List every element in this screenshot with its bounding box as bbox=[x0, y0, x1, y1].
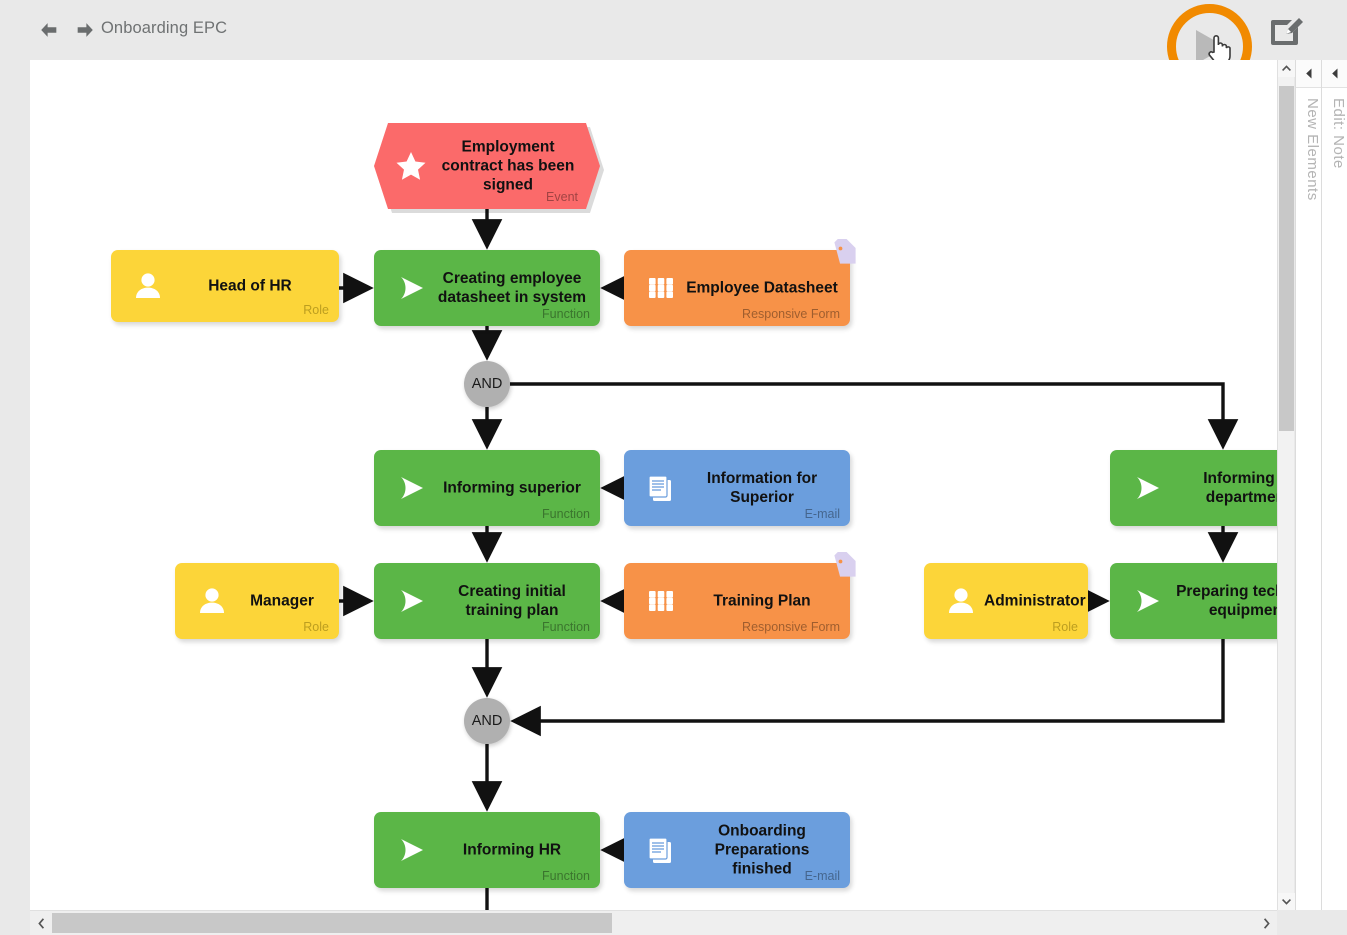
node-type-label: Role bbox=[303, 303, 329, 317]
node-title: Training Plan bbox=[713, 592, 811, 610]
node-training-plan[interactable]: Training Plan Responsive Form bbox=[624, 552, 856, 639]
play-icon bbox=[1137, 477, 1159, 499]
tag-badge-icon bbox=[834, 239, 856, 264]
header-bar: Onboarding EPC bbox=[0, 0, 1347, 89]
scroll-down-button[interactable] bbox=[1278, 893, 1295, 910]
edit-pencil-icon[interactable] bbox=[1268, 14, 1306, 48]
panel-edit-note-label: Edit: Note bbox=[1330, 98, 1347, 169]
node-preparing-technical-equipment[interactable]: Preparing technical equipment Function bbox=[1110, 563, 1277, 639]
scroll-right-button[interactable] bbox=[1255, 911, 1277, 935]
chevron-down-icon bbox=[1282, 899, 1291, 905]
node-title: Head of HR bbox=[208, 277, 292, 295]
person-icon bbox=[949, 588, 973, 613]
diagram-canvas[interactable]: Employment contract has been signed Even… bbox=[30, 60, 1277, 910]
node-title: Employment contract has been signed bbox=[441, 138, 575, 194]
document-icon bbox=[648, 837, 671, 863]
node-title: Informing HR bbox=[462, 841, 562, 859]
node-title: Information for Superior bbox=[706, 470, 818, 506]
node-type-label: Function bbox=[542, 307, 590, 321]
panel-new-elements-label: New Elements bbox=[1304, 98, 1321, 201]
node-type-label: E-mail bbox=[804, 869, 840, 883]
chevron-left-icon bbox=[37, 917, 44, 929]
grid-icon bbox=[649, 591, 673, 611]
play-icon bbox=[401, 477, 423, 499]
scroll-left-button[interactable] bbox=[30, 911, 52, 935]
gateway-and-1[interactable]: AND bbox=[464, 361, 510, 407]
edge-and1-to-function3 bbox=[510, 382, 1239, 450]
node-type-label: Responsive Form bbox=[742, 620, 840, 634]
panel-new-elements-toggle[interactable] bbox=[1296, 60, 1321, 88]
play-icon bbox=[401, 839, 423, 861]
node-employee-datasheet[interactable]: Employee Datasheet Responsive Form bbox=[624, 239, 856, 326]
node-informing-superior[interactable]: Informing superior Function bbox=[374, 450, 600, 526]
node-type-label: Function bbox=[542, 507, 590, 521]
document-icon bbox=[648, 475, 671, 501]
panel-edit-note[interactable]: Edit: Note bbox=[1321, 60, 1347, 910]
node-employment-contract-signed[interactable]: Employment contract has been signed Even… bbox=[374, 123, 600, 209]
star-icon bbox=[396, 152, 426, 180]
panel-new-elements[interactable]: New Elements bbox=[1295, 60, 1321, 910]
node-type-label: Function bbox=[542, 869, 590, 883]
node-title: Creating initial training plan bbox=[458, 583, 566, 619]
node-title: Manager bbox=[250, 592, 314, 610]
node-manager[interactable]: Manager Role bbox=[175, 563, 339, 639]
node-type-label: E-mail bbox=[804, 507, 840, 521]
node-type-label: Function bbox=[542, 620, 590, 634]
node-title: Informing superior bbox=[443, 479, 581, 497]
edge-function5-to-and2 bbox=[510, 639, 1225, 737]
connector-layer bbox=[339, 209, 1239, 910]
scroll-up-button[interactable] bbox=[1278, 60, 1295, 77]
vertical-scrollbar[interactable] bbox=[1277, 60, 1295, 910]
diagram-canvas-viewport[interactable]: Employment contract has been signed Even… bbox=[30, 60, 1277, 910]
node-creating-employee-datasheet[interactable]: Creating employee datasheet in system Fu… bbox=[374, 250, 600, 326]
navigation-arrows bbox=[38, 19, 96, 41]
node-onboarding-preparations-finished[interactable]: Onboarding Preparations finished E-mail bbox=[624, 812, 850, 888]
node-information-for-superior[interactable]: Information for Superior E-mail bbox=[624, 450, 850, 526]
chevron-left-icon bbox=[1305, 68, 1311, 79]
horizontal-scroll-thumb[interactable] bbox=[52, 913, 612, 933]
node-title: Employee Datasheet bbox=[686, 279, 838, 297]
chevron-up-icon bbox=[1282, 65, 1291, 71]
node-type-label: Role bbox=[303, 620, 329, 634]
page-title: Onboarding EPC bbox=[101, 19, 228, 37]
gateway-label: AND bbox=[471, 376, 503, 392]
node-type-label: Role bbox=[1052, 620, 1078, 634]
person-icon bbox=[136, 273, 160, 298]
arrow-left-icon[interactable] bbox=[38, 19, 60, 41]
panel-edit-note-toggle[interactable] bbox=[1322, 60, 1347, 88]
grid-icon bbox=[649, 278, 673, 298]
node-administrator[interactable]: Administrator Role bbox=[924, 563, 1088, 639]
play-icon bbox=[401, 277, 423, 299]
play-icon bbox=[1137, 590, 1159, 612]
gateway-and-2[interactable]: AND bbox=[464, 698, 510, 744]
node-title: Administrator bbox=[984, 592, 1086, 610]
node-title: Creating employee datasheet in system bbox=[437, 270, 587, 306]
node-head-of-hr[interactable]: Head of HR Role bbox=[111, 250, 339, 322]
chevron-right-icon bbox=[1263, 917, 1270, 929]
person-icon bbox=[200, 588, 224, 613]
node-informing-hr[interactable]: Informing HR Function bbox=[374, 812, 600, 888]
node-title: Informing IT department bbox=[1203, 470, 1277, 506]
node-type-label: Event bbox=[546, 190, 578, 204]
vertical-scroll-thumb[interactable] bbox=[1279, 86, 1294, 431]
chevron-left-icon bbox=[1331, 68, 1337, 79]
tag-badge-icon bbox=[834, 552, 856, 577]
node-informing-it-department[interactable]: Informing IT department Function bbox=[1110, 450, 1277, 526]
node-type-label: Responsive Form bbox=[742, 307, 840, 321]
play-icon bbox=[401, 590, 423, 612]
node-title: Preparing technical equipment bbox=[1176, 583, 1277, 619]
horizontal-scrollbar[interactable] bbox=[30, 910, 1277, 935]
arrow-right-icon[interactable] bbox=[74, 19, 96, 41]
node-title: Onboarding Preparations finished bbox=[714, 822, 810, 878]
gateway-label: AND bbox=[471, 713, 503, 729]
node-creating-initial-training-plan[interactable]: Creating initial training plan Function bbox=[374, 563, 600, 639]
